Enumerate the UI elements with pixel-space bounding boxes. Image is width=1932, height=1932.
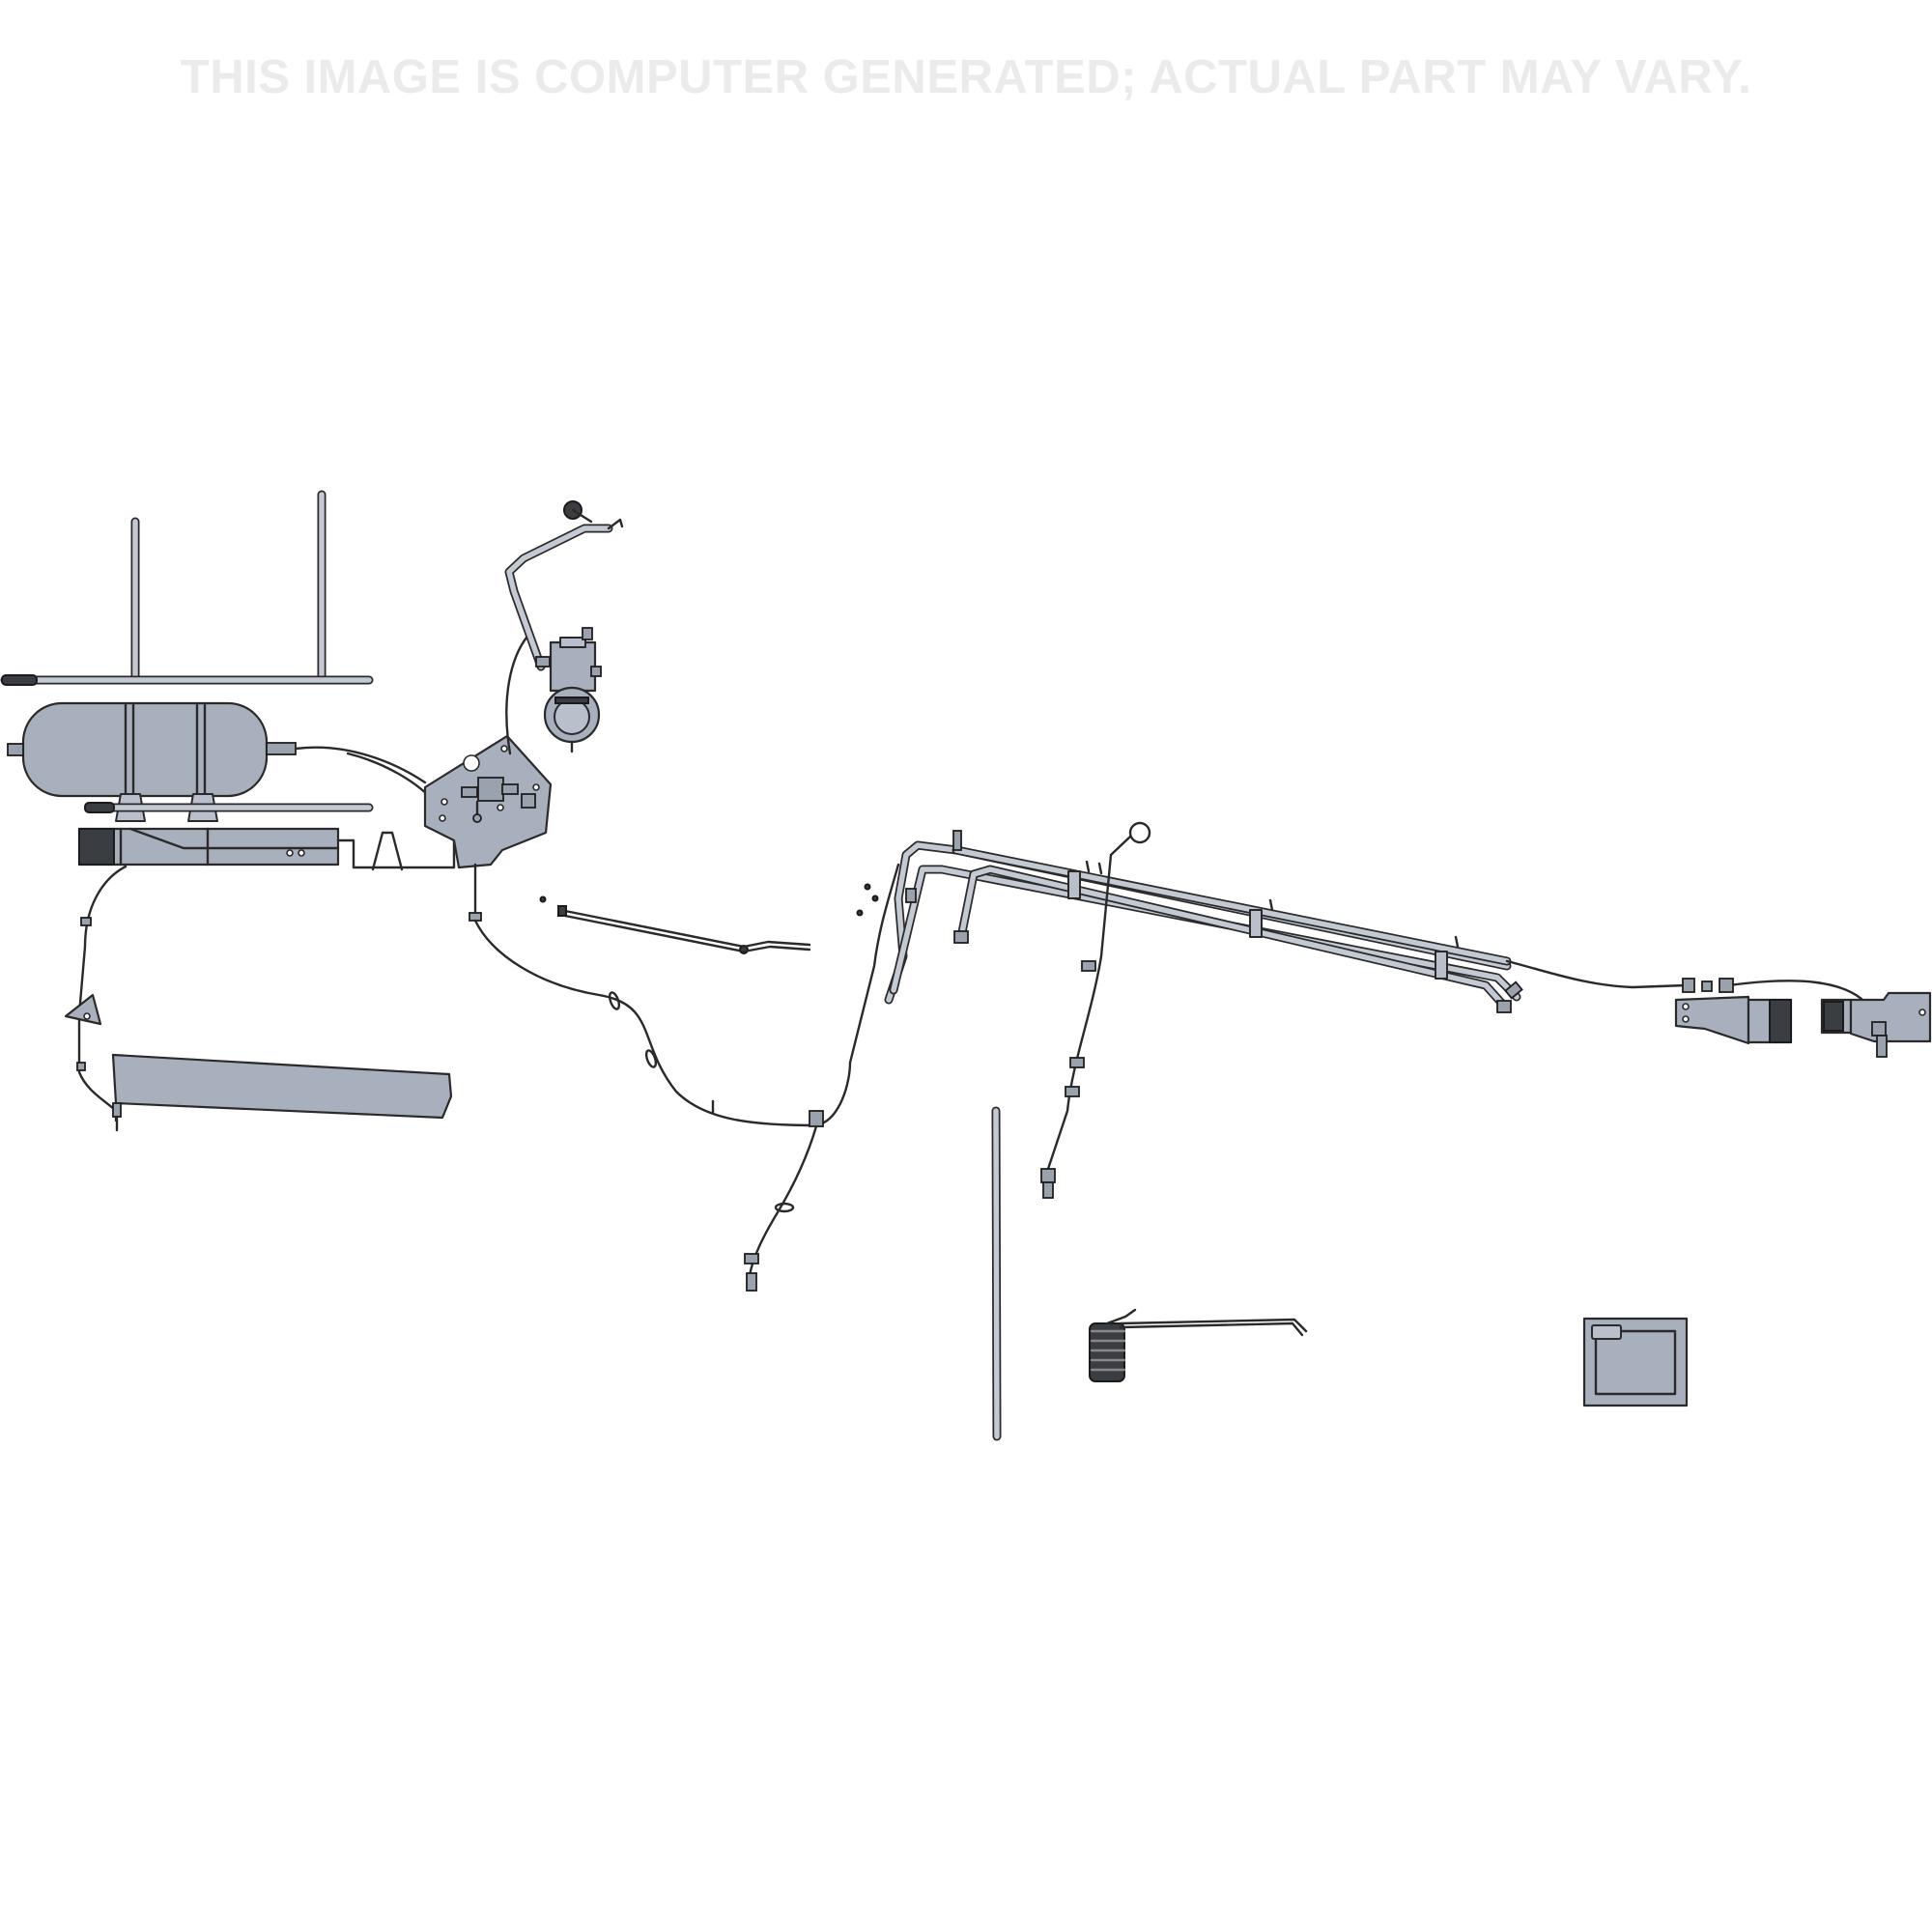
left-drop-hose [64,865,128,1113]
disclaimer-watermark: THIS IMAGE IS COMPUTER GENERATED; ACTUAL… [180,51,1752,103]
coiled-air-hose [1089,1308,1308,1382]
mid-drop-hose [1040,821,1151,1199]
deflector-plate [111,1053,453,1132]
brake-control-rod [539,895,811,954]
brake-valve-assembly [535,627,602,753]
loose-fittings [856,883,879,917]
tank-mounting-bracket [77,802,456,871]
bracket-hose [346,752,432,799]
tank-supply-hose [294,746,427,784]
frame-rod-assembly [0,490,374,686]
air-tank [7,701,297,822]
main-tube-bundle [884,830,1523,1013]
treadle-supply-tube [504,500,624,671]
rear-chamber-bracket-left [1674,995,1793,1045]
vertical-rod [991,1106,1002,1441]
center-air-line [473,863,900,1292]
mounting-plate-small [1582,1317,1689,1407]
rear-chamber-bracket-right [1820,991,1932,1058]
valve-mounting-plate [423,734,553,869]
plate-outlet-hose [505,636,528,755]
